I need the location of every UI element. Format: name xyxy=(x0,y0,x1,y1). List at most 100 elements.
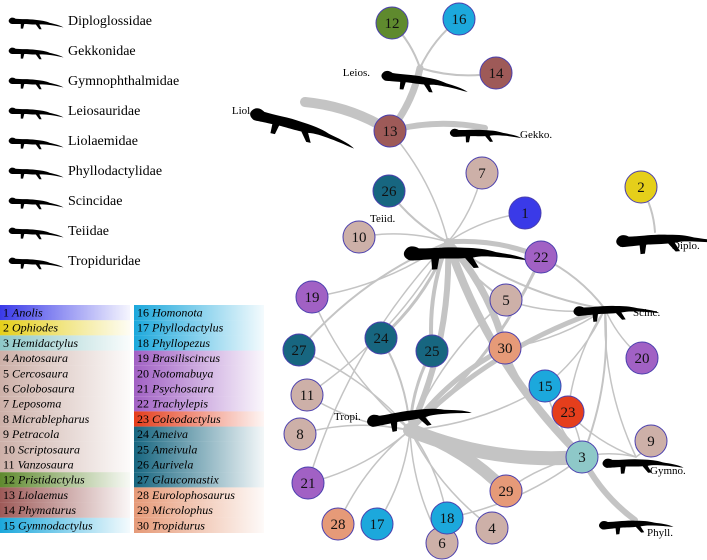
genus-node-circle-10 xyxy=(342,220,376,254)
genus-legend-band-24 xyxy=(134,426,264,442)
hub-label-gymno: Gymno. xyxy=(650,465,686,477)
liolaemidae-lizard-icon xyxy=(8,137,64,150)
genus-node-circle-28 xyxy=(321,507,355,541)
genus-legend-entry-24: 24 Ameiva xyxy=(137,427,188,441)
genus-legend-band-19 xyxy=(134,350,264,366)
genus-node-11: 11 xyxy=(290,378,324,412)
genus-node-10: 10 xyxy=(342,220,376,254)
genus-node-23: 23 xyxy=(551,395,585,429)
genus-legend-entry-29: 29 Microlophus xyxy=(137,503,213,517)
genus-legend-entry-22: 22 Trachylepis xyxy=(137,397,208,411)
edge-teiid-21 xyxy=(307,241,449,484)
genus-legend-entry-11: 11 Vanzosaura xyxy=(3,458,74,472)
genus-node-30: 30 xyxy=(488,331,522,365)
diploglossidae-lizard-icon xyxy=(8,17,64,30)
edge-tropi-3 xyxy=(403,423,589,466)
genus-node-circle-14 xyxy=(479,56,513,90)
hub-label-liol: Liol. xyxy=(232,105,253,117)
hub-label-phyll: Phyll. xyxy=(647,527,673,539)
teiidae-lizard-icon xyxy=(8,227,64,240)
genus-legend-entry-23: 23 Coleodactylus xyxy=(137,412,221,426)
genus-node-circle-1 xyxy=(508,196,542,230)
genus-node-9: 9 xyxy=(634,424,668,458)
genus-node-19: 19 xyxy=(295,280,329,314)
genus-legend-entry-13: 13 Liolaemus xyxy=(3,488,68,502)
genus-node-circle-8 xyxy=(283,417,317,451)
genus-node-circle-2 xyxy=(624,170,658,204)
genus-node-label-1: 1 xyxy=(521,206,529,222)
family-silhouettes: Liol.Leios.Gekko.Teiid.Diplo.Scinc.Tropi… xyxy=(232,67,707,539)
genus-node-label-12: 12 xyxy=(385,16,400,32)
genus-node-25: 25 xyxy=(415,334,449,368)
genus-legend-band-16 xyxy=(134,305,264,321)
family-legend-label-8: Tropiduridae xyxy=(68,254,141,269)
family-legend-label-4: Liolaemidae xyxy=(68,134,138,149)
genus-legend-entry-30: 30 Tropidurus xyxy=(137,518,205,532)
genus-legend-entry-8: 8 Micrablepharus xyxy=(3,412,90,426)
genus-legend-band-14 xyxy=(0,502,130,518)
hub-label-tropi: Tropi. xyxy=(334,411,361,423)
genus-node-18: 18 xyxy=(430,501,464,535)
genus-node-circle-20 xyxy=(625,341,659,375)
hub-label-gekko: Gekko. xyxy=(520,129,552,141)
genus-node-17: 17 xyxy=(360,507,394,541)
genus-node-label-8: 8 xyxy=(296,427,304,443)
family-legend-label-6: Scincidae xyxy=(68,194,122,209)
genus-legend-entry-19: 19 Brasiliscincus xyxy=(137,351,220,365)
genus-legend-band-27 xyxy=(134,472,264,488)
genus-node-circle-9 xyxy=(634,424,668,458)
family-legend-label-5: Phyllodactylidae xyxy=(68,164,162,179)
genus-legend-band-29 xyxy=(134,502,264,518)
hub-label-leios: Leios. xyxy=(343,67,370,79)
genus-node-20: 20 xyxy=(625,341,659,375)
genus-legend-entry-12: 12 Pristidactylus xyxy=(3,473,85,487)
genus-node-7: 7 xyxy=(465,156,499,190)
genus-node-label-25: 25 xyxy=(425,344,440,360)
genus-node-circle-26 xyxy=(372,174,406,208)
edge-tropi-15 xyxy=(409,385,546,431)
genus-legend-band-4 xyxy=(0,350,130,366)
genus-legend-band-23 xyxy=(134,411,264,427)
genus-node-1: 1 xyxy=(508,196,542,230)
genus-node-label-15: 15 xyxy=(538,379,553,395)
genus-legend-entry-17: 17 Phyllodactylus xyxy=(137,321,224,335)
family-legend-label-3: Leiosauridae xyxy=(68,104,140,119)
genus-node-15: 15 xyxy=(528,369,562,403)
genus-node-24: 24 xyxy=(364,321,398,355)
genus-node-label-17: 17 xyxy=(370,517,386,533)
genus-node-label-26: 26 xyxy=(382,184,398,200)
genus-node-circle-17 xyxy=(360,507,394,541)
genus-node-12: 12 xyxy=(375,6,409,40)
genus-legend-band-25 xyxy=(134,441,264,457)
genus-node-5: 5 xyxy=(489,283,523,317)
genus-node-21: 21 xyxy=(291,466,325,500)
genus-legend-band-15 xyxy=(0,517,130,533)
genus-legend-band-9 xyxy=(0,426,130,442)
genus-node-label-16: 16 xyxy=(452,12,468,28)
genus-node-label-11: 11 xyxy=(300,388,314,404)
genus-node-label-4: 4 xyxy=(488,521,496,537)
genus-node-label-30: 30 xyxy=(498,341,513,357)
genus-node-label-29: 29 xyxy=(499,484,514,500)
genus-legend-band-20 xyxy=(134,365,264,381)
genus-legend-entry-18: 18 Phyllopezus xyxy=(137,336,210,350)
genus-node-8: 8 xyxy=(283,417,317,451)
genus-node-circle-27 xyxy=(282,333,316,367)
scincidae-skink-icon xyxy=(8,197,64,210)
genus-node-circle-12 xyxy=(375,6,409,40)
genus-legend-band-17 xyxy=(134,320,264,336)
genus-node-circle-23 xyxy=(551,395,585,429)
edge-scinc-gymno xyxy=(604,308,637,458)
genus-node-label-6: 6 xyxy=(438,536,446,552)
genus-node-circle-22 xyxy=(524,240,558,274)
genus-node-2: 2 xyxy=(624,170,658,204)
genus-node-circle-19 xyxy=(295,280,329,314)
genus-node-label-21: 21 xyxy=(301,476,316,492)
genus-node-label-28: 28 xyxy=(331,517,346,533)
genus-node-label-23: 23 xyxy=(561,405,576,421)
genus-legend-band-1 xyxy=(0,305,130,321)
genus-legend-entry-28: 28 Eurolophosaurus xyxy=(137,488,235,502)
genus-legend-entry-25: 25 Ameivula xyxy=(137,442,197,456)
genus-node-26: 26 xyxy=(372,174,406,208)
genus-node-circle-13 xyxy=(373,114,407,148)
